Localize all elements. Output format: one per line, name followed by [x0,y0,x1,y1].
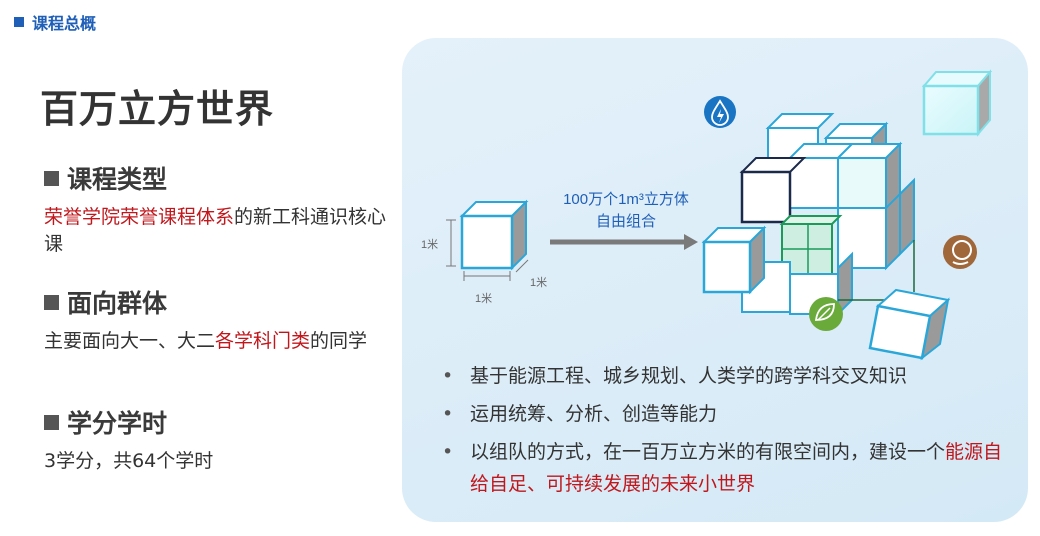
energy-drop-icon [704,96,736,128]
summary-bullets: • 基于能源工程、城乡规划、人类学的跨学科交叉知识 • 运用统筹、分析、创造等能… [438,360,1018,506]
section-tag: 课程总概 [14,10,96,34]
bullet-dot-icon: • [442,403,454,425]
audience-block: 面向群体 主要面向大一、大二各学科门类的同学 [44,284,394,355]
square-bullet-icon [44,414,59,430]
bullet-dot-icon: • [442,365,454,387]
audience-body: 主要面向大一、大二各学科门类的同学 [44,328,394,355]
credits-body: 3学分，共64个学时 [44,450,214,472]
page-title: 百万立方世界 [40,87,275,131]
dim-depth-label: 1米 [530,276,547,289]
dim-height-label: 1米 [421,238,438,251]
bullet-highlight: 能源自给自足、可持续发展的未来小世界 [470,441,1003,495]
course-type-block: 课程类型 荣誉学院荣誉课程体系的新工科通识核心课 [44,160,394,258]
leaf-icon [809,297,843,331]
audience-heading: 面向群体 [44,284,394,320]
credits-heading: 学分学时 [44,404,394,440]
square-bullet-icon [44,294,59,310]
arrow-right-icon [550,234,698,250]
course-type-highlight: 荣誉学院荣誉课程体系 [44,206,235,228]
credits-block: 学分学时 3学分，共64个学时 [44,404,394,475]
unit-cube [459,199,529,271]
square-bullet-icon [14,17,24,27]
list-item: • 基于能源工程、城乡规划、人类学的跨学科交叉知识 [438,360,1018,392]
bullet-text: 以组队的方式，在一百万立方米的有限空间内，建设一个 [470,441,946,463]
course-type-heading-text: 课程类型 [67,165,168,194]
glowing-cube [921,69,993,137]
credits-heading-text: 学分学时 [67,409,168,438]
bullet-dot-icon: • [442,441,454,463]
list-item: • 运用统筹、分析、创造等能力 [438,398,1018,430]
section-tag-label: 课程总概 [32,14,97,33]
course-type-heading: 课程类型 [44,160,394,196]
course-type-text: 的新工科通识核心课 [44,206,387,255]
cube-cluster [701,113,951,361]
audience-highlight: 各学科门类 [215,330,311,352]
arrow-label-line1: 100万个1m³立方体 [563,191,689,208]
bullet-text: 运用统筹、分析、创造等能力 [470,403,718,425]
course-type-body: 荣誉学院荣誉课程体系的新工科通识核心课 [44,204,394,258]
list-item: • 以组队的方式，在一百万立方米的有限空间内，建设一个能源自给自足、可持续发展的… [438,436,1018,500]
audience-text-post: 的同学 [310,330,368,352]
human-profile-icon [943,235,977,269]
dimension-lines [446,219,529,281]
arrow-label-line2: 自由组合 [596,213,656,230]
bullet-text: 基于能源工程、城乡规划、人类学的跨学科交叉知识 [470,365,908,387]
audience-heading-text: 面向群体 [67,289,168,318]
dim-width-label: 1米 [475,292,492,305]
audience-text-pre: 主要面向大一、大二 [44,330,216,352]
square-bullet-icon [44,170,59,186]
